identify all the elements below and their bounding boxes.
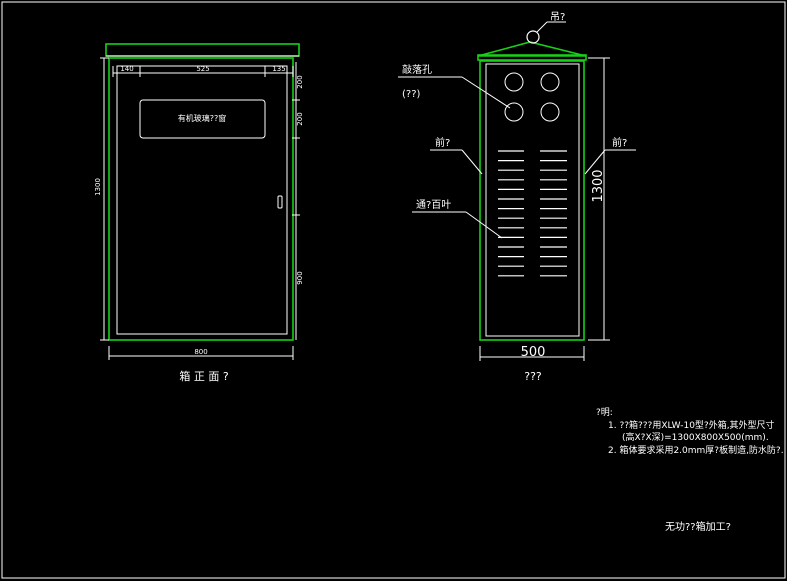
footer-title: 无功??箱加工?: [665, 520, 731, 533]
dim-900: 900: [296, 271, 304, 284]
side-roof: [477, 41, 587, 57]
front-view-caption: 箱 正 面 ?: [179, 369, 228, 383]
knockout-hole: [504, 72, 524, 92]
leader-front-right: [584, 149, 606, 175]
knockout-hole: [504, 102, 524, 122]
front-window: [139, 99, 266, 139]
front-window-label: 有机玻璃??窗: [178, 113, 227, 123]
leader-lifting: [536, 21, 548, 33]
notes-heading: ?明:: [596, 407, 613, 418]
front-view: 有机玻璃??窗 140 525 135 200 200 900 1300 800…: [94, 43, 304, 383]
notes-line-2: (高X?X深)=1300X800X500(mm).: [622, 431, 769, 443]
dim-200-b: 200: [296, 112, 304, 125]
leader-front-left: [461, 149, 483, 175]
side-view-caption: ???: [524, 370, 542, 383]
knockout-hole: [540, 72, 560, 92]
front-body-outer: [108, 57, 294, 341]
leader-louver: [465, 211, 503, 239]
dim-525: 525: [196, 65, 209, 73]
knockout-hole: [540, 102, 560, 122]
dim-135: 135: [272, 65, 285, 73]
side-body-inner: [485, 63, 580, 337]
knockout-sublabel: (??): [402, 89, 421, 100]
dim-1300-left: 1300: [94, 178, 102, 196]
dim-140: 140: [120, 65, 133, 73]
louver-slats: [498, 150, 567, 277]
side-body-outer: [479, 60, 585, 341]
lifting-label: 吊?: [550, 11, 565, 23]
dim-1300-side: 1300: [591, 169, 606, 202]
door-handle-icon: [277, 195, 283, 209]
dim-200-a: 200: [296, 75, 304, 88]
notes-block: ?明: 1. ??箱???用XLW-10型?外箱,其外型尺寸 (高X?X深)=1…: [596, 407, 784, 456]
front-cap: [105, 43, 300, 57]
dim-800: 800: [194, 348, 207, 356]
leader-knockout: [461, 76, 511, 109]
notes-line-3: 2. 箱体要求采用2.0mm厚?板制造,防水防?.: [608, 444, 784, 456]
dim-500: 500: [521, 345, 546, 360]
notes-line-1: 1. ??箱???用XLW-10型?外箱,其外型尺寸: [608, 419, 775, 431]
front-door: [116, 65, 288, 335]
side-view: 吊? 敲落孔 (??) 通?百叶 前? 前? 1300: [398, 11, 636, 383]
front-label-right: 前?: [612, 136, 627, 149]
lifting-ring-icon: [526, 30, 540, 44]
knockout-label: 敲落孔: [402, 63, 432, 76]
side-roof-base: [477, 54, 587, 61]
front-label-left: 前?: [435, 136, 450, 149]
louver-label: 通?百叶: [416, 199, 451, 211]
